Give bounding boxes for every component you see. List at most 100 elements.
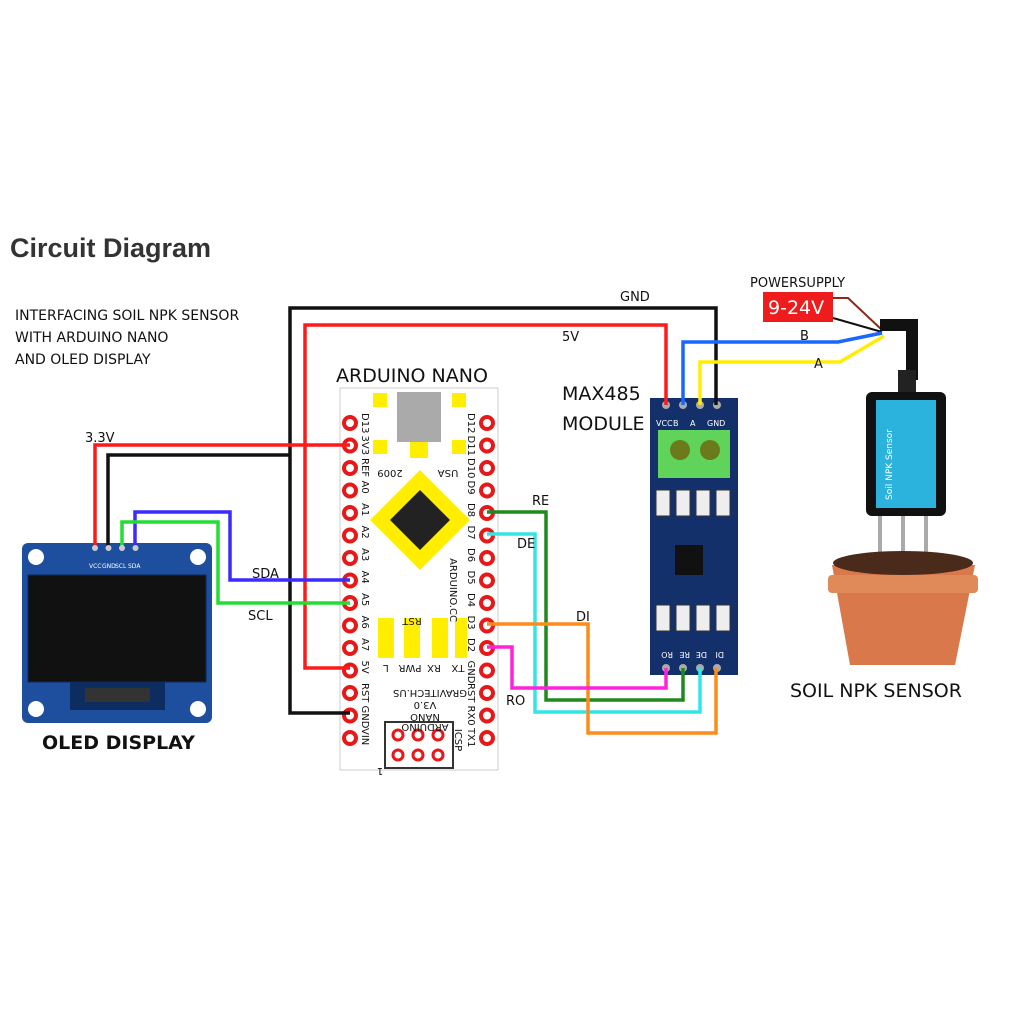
oled-pin [119, 545, 125, 551]
wire-label-b: B [800, 329, 809, 344]
arduino-pin-label: A0 [359, 481, 370, 494]
arduino-pin-left [342, 730, 358, 746]
sensor-label: SOIL NPK SENSOR [790, 680, 962, 702]
arduino-pin-label: D4 [465, 593, 476, 607]
max485-pin-label: GND [707, 419, 725, 428]
arduino-pin-left [342, 482, 358, 499]
icsp-pin [411, 728, 425, 742]
led-label: L [383, 662, 389, 673]
arduino-pin-label: D5 [465, 571, 476, 585]
wire-v33 [93, 443, 350, 548]
wire-de [487, 532, 702, 714]
wire-label-scl: SCL [248, 609, 273, 624]
max485-pin-label: A [690, 419, 696, 428]
sensor-body-text: Soil NPK Sensor [885, 429, 895, 500]
arduino-pin-label: D9 [465, 481, 476, 495]
power-label: POWERSUPPLY [750, 276, 845, 291]
arduino-pin-right [479, 482, 495, 499]
smd-component [715, 604, 731, 632]
arduino-pin-right [479, 707, 495, 724]
arduino-pin-left [342, 662, 358, 679]
description-line: AND OLED DISPLAY [15, 352, 151, 368]
arduino-pin-label: RST [359, 683, 370, 703]
wire-re [487, 510, 685, 702]
max485-pin-label: VCC [656, 419, 673, 428]
max485-label: MAX485 [562, 383, 641, 405]
description-line: WITH ARDUINO NANO [15, 330, 168, 346]
smd-component [715, 489, 731, 517]
arduino-pin-label: RX0 [465, 706, 476, 726]
arduino-pin-label: D6 [465, 548, 476, 562]
arduino-pin-label: A6 [359, 616, 370, 629]
arduino-pin-right [479, 662, 495, 679]
max485-pin-label: DE [696, 650, 707, 659]
wire-label-a: A [814, 357, 823, 372]
arduino-silk-brand: GRAVITECH.US [393, 687, 467, 698]
arduino-pin-left [342, 550, 358, 566]
wire-label-v33: 3.3V [85, 431, 115, 446]
arduino-pin-left [342, 707, 358, 724]
wire-scl [120, 520, 350, 605]
wire-gnd [106, 453, 290, 548]
smd-component [695, 489, 711, 517]
max485-pin-label: B [673, 419, 679, 428]
arduino-pin-left [342, 460, 358, 476]
arduino-pin-label: A4 [359, 571, 370, 584]
arduino-pin-left [342, 685, 358, 701]
wire-label-ro: RO [506, 694, 525, 709]
arduino-silk-year: 2009 [377, 467, 402, 478]
arduino-pin-label: D13 [359, 413, 370, 433]
arduino-pin-right [479, 595, 495, 611]
wire-v5 [303, 323, 668, 670]
wire-label-de: DE [517, 537, 535, 552]
oled-pin [132, 545, 139, 551]
page-title: Circuit Diagram [10, 233, 211, 263]
max485-pin-label: DI [715, 650, 724, 659]
oled-pin-label: GND [102, 563, 116, 570]
arduino-pin-label: D3 [465, 616, 476, 630]
arduino-silk-icsp: ICSP [452, 729, 463, 751]
arduino-silk-nano: NANO [410, 711, 440, 722]
arduino-pin-label: D8 [465, 503, 476, 517]
arduino-pin-right [479, 437, 495, 454]
icsp-pin [411, 748, 425, 762]
arduino-pin-label: 3V3 [359, 436, 370, 456]
arduino-pin-label: A1 [359, 503, 370, 516]
smd-component [655, 489, 671, 517]
arduino-pin-label: A5 [359, 593, 370, 606]
soil-npk-sensor: Soil NPK Sensor SOIL NPK SENSOR [790, 319, 978, 702]
arduino-pin-right [479, 460, 495, 476]
arduino-pin-label: D12 [465, 413, 476, 433]
oled-pin-label: SDA [128, 563, 141, 570]
oled-pin [105, 545, 112, 551]
arduino-silk-ver: V3.0 [414, 699, 437, 710]
icsp-pin [391, 748, 405, 762]
arduino-silk-ard: ARDUINO [401, 721, 448, 732]
arduino-pin-label: D11 [465, 436, 476, 456]
arduino-silk-one: 1 [377, 765, 383, 776]
wire-label-re: RE [532, 494, 549, 509]
arduino-pin-right [479, 572, 495, 589]
arduino-pin-right [479, 730, 495, 746]
icsp-pin [431, 748, 445, 762]
oled-pin-label: VCC [89, 563, 101, 570]
arduino-pin-label: TX1 [465, 727, 476, 747]
led-label: TX [451, 662, 465, 673]
arduino-pin-label: RST [465, 683, 476, 703]
oled-pin [92, 545, 98, 551]
smd-component [675, 604, 691, 632]
wire-a [698, 334, 885, 405]
oled-pin-label: SCL [115, 563, 127, 570]
arduino-label: ARDUINO NANO [336, 365, 488, 387]
wire-di [487, 622, 718, 735]
arduino-pin-label: D2 [465, 638, 476, 652]
arduino-silk-usa: USA [437, 467, 458, 478]
description-line: INTERFACING SOIL NPK SENSOR [15, 308, 239, 324]
arduino-pin-right [479, 415, 495, 431]
arduino-pin-label: D10 [465, 458, 476, 478]
arduino-pin-right [479, 685, 495, 701]
arduino-pin-label: D7 [465, 526, 476, 540]
arduino-silk-cc: ARDUINO.CC [447, 558, 458, 622]
